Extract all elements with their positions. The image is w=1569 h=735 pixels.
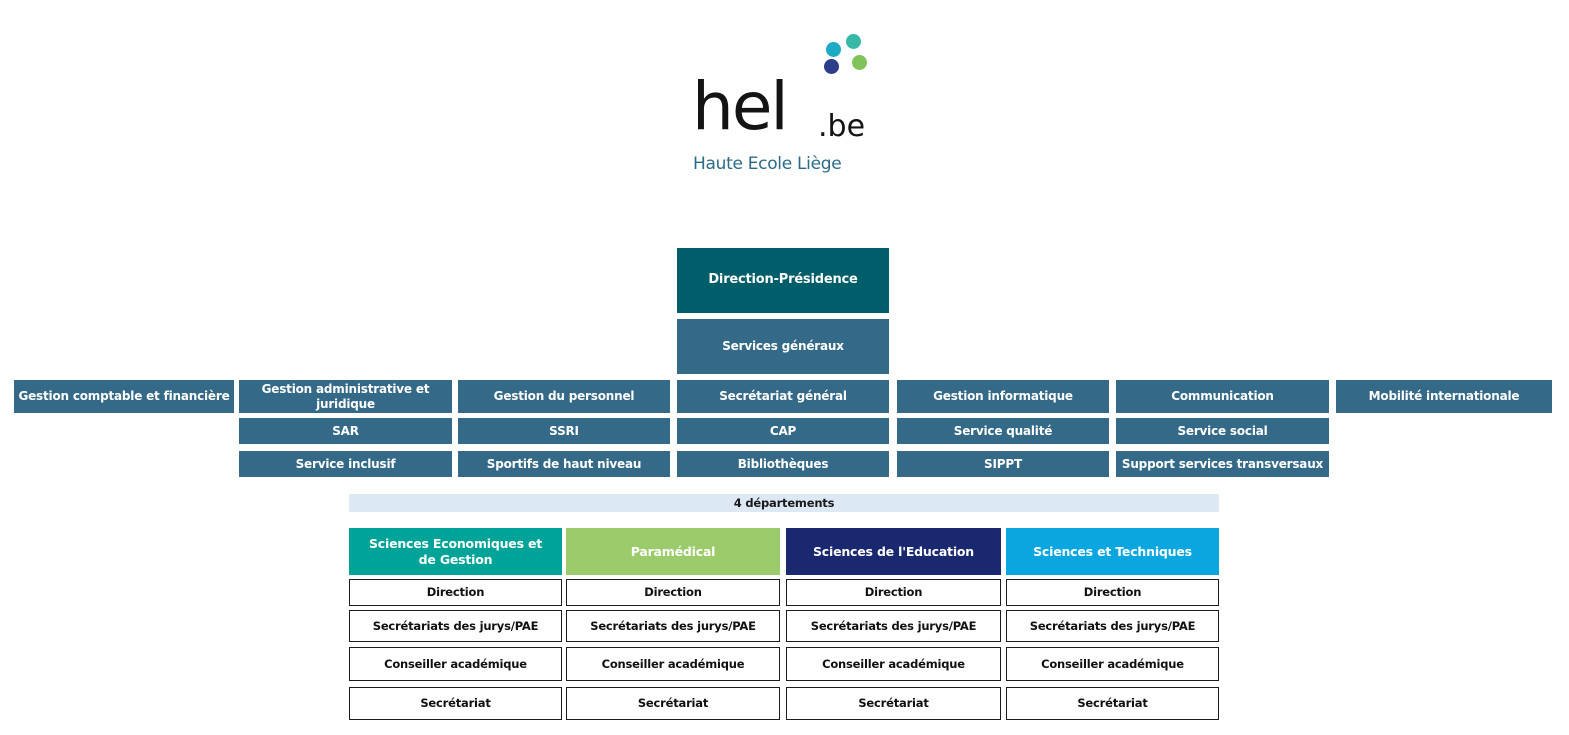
sippt-box: SIPPT [897, 451, 1109, 477]
department-header: Sciences de l'Education [786, 528, 1001, 575]
logo-word: hel [692, 68, 789, 145]
department-cell-secretariat: Secrétariat [786, 687, 1001, 720]
department-cell-secretariats: Secrétariats des jurys/PAE [786, 610, 1001, 642]
gestion-informatique-box: Gestion informatique [897, 380, 1109, 413]
bibliotheques-box: Bibliothèques [677, 451, 889, 477]
department-cell-secretariats: Secrétariats des jurys/PAE [349, 610, 562, 642]
department-header: Sciences Economiques et de Gestion [349, 528, 562, 575]
department-cell-secretariat: Secrétariat [1006, 687, 1219, 720]
department-cell-conseiller: Conseiller académique [349, 647, 562, 681]
department-cell-direction: Direction [349, 579, 562, 606]
logo-dot [824, 59, 839, 74]
department-cell-direction: Direction [566, 579, 780, 606]
hel-logo: hel .be Haute Ecole Liège [690, 30, 880, 173]
department-cell-conseiller: Conseiller académique [1006, 647, 1219, 681]
support-box: Support services transversaux [1116, 451, 1329, 477]
department-cell-secretariat: Secrétariat [566, 687, 780, 720]
logo-dot [852, 55, 867, 70]
gestion-administrative-box: Gestion administrative et juridique [239, 380, 452, 413]
department-header: Sciences et Techniques [1006, 528, 1219, 575]
service-qualite-box: Service qualité [897, 418, 1109, 444]
department-cell-direction: Direction [786, 579, 1001, 606]
cap-box: CAP [677, 418, 889, 444]
department-cell-conseiller: Conseiller académique [566, 647, 780, 681]
department-header: Paramédical [566, 528, 780, 575]
logo-dot [826, 42, 841, 57]
direction-presidence-box: Direction-Présidence [677, 248, 889, 313]
sar-box: SAR [239, 418, 452, 444]
service-inclusif-box: Service inclusif [239, 451, 452, 477]
department-cell-secretariats: Secrétariats des jurys/PAE [566, 610, 780, 642]
services-generaux-box: Services généraux [677, 319, 889, 374]
department-cell-direction: Direction [1006, 579, 1219, 606]
sportifs-box: Sportifs de haut niveau [458, 451, 670, 477]
communication-box: Communication [1116, 380, 1329, 413]
department-cell-secretariats: Secrétariats des jurys/PAE [1006, 610, 1219, 642]
department-cell-secretariat: Secrétariat [349, 687, 562, 720]
departments-band: 4 départements [349, 494, 1219, 512]
gestion-personnel-box: Gestion du personnel [458, 380, 670, 413]
mobilite-internationale-box: Mobilité internationale [1336, 380, 1552, 413]
logo-tagline: Haute Ecole Liège [693, 154, 842, 174]
service-social-box: Service social [1116, 418, 1329, 444]
logo-suffix: .be [818, 109, 866, 144]
gestion-comptable-box: Gestion comptable et financière [14, 380, 234, 413]
secretariat-general-box: Secrétariat général [677, 380, 889, 413]
logo-dot [846, 34, 861, 49]
ssri-box: SSRI [458, 418, 670, 444]
department-cell-conseiller: Conseiller académique [786, 647, 1001, 681]
